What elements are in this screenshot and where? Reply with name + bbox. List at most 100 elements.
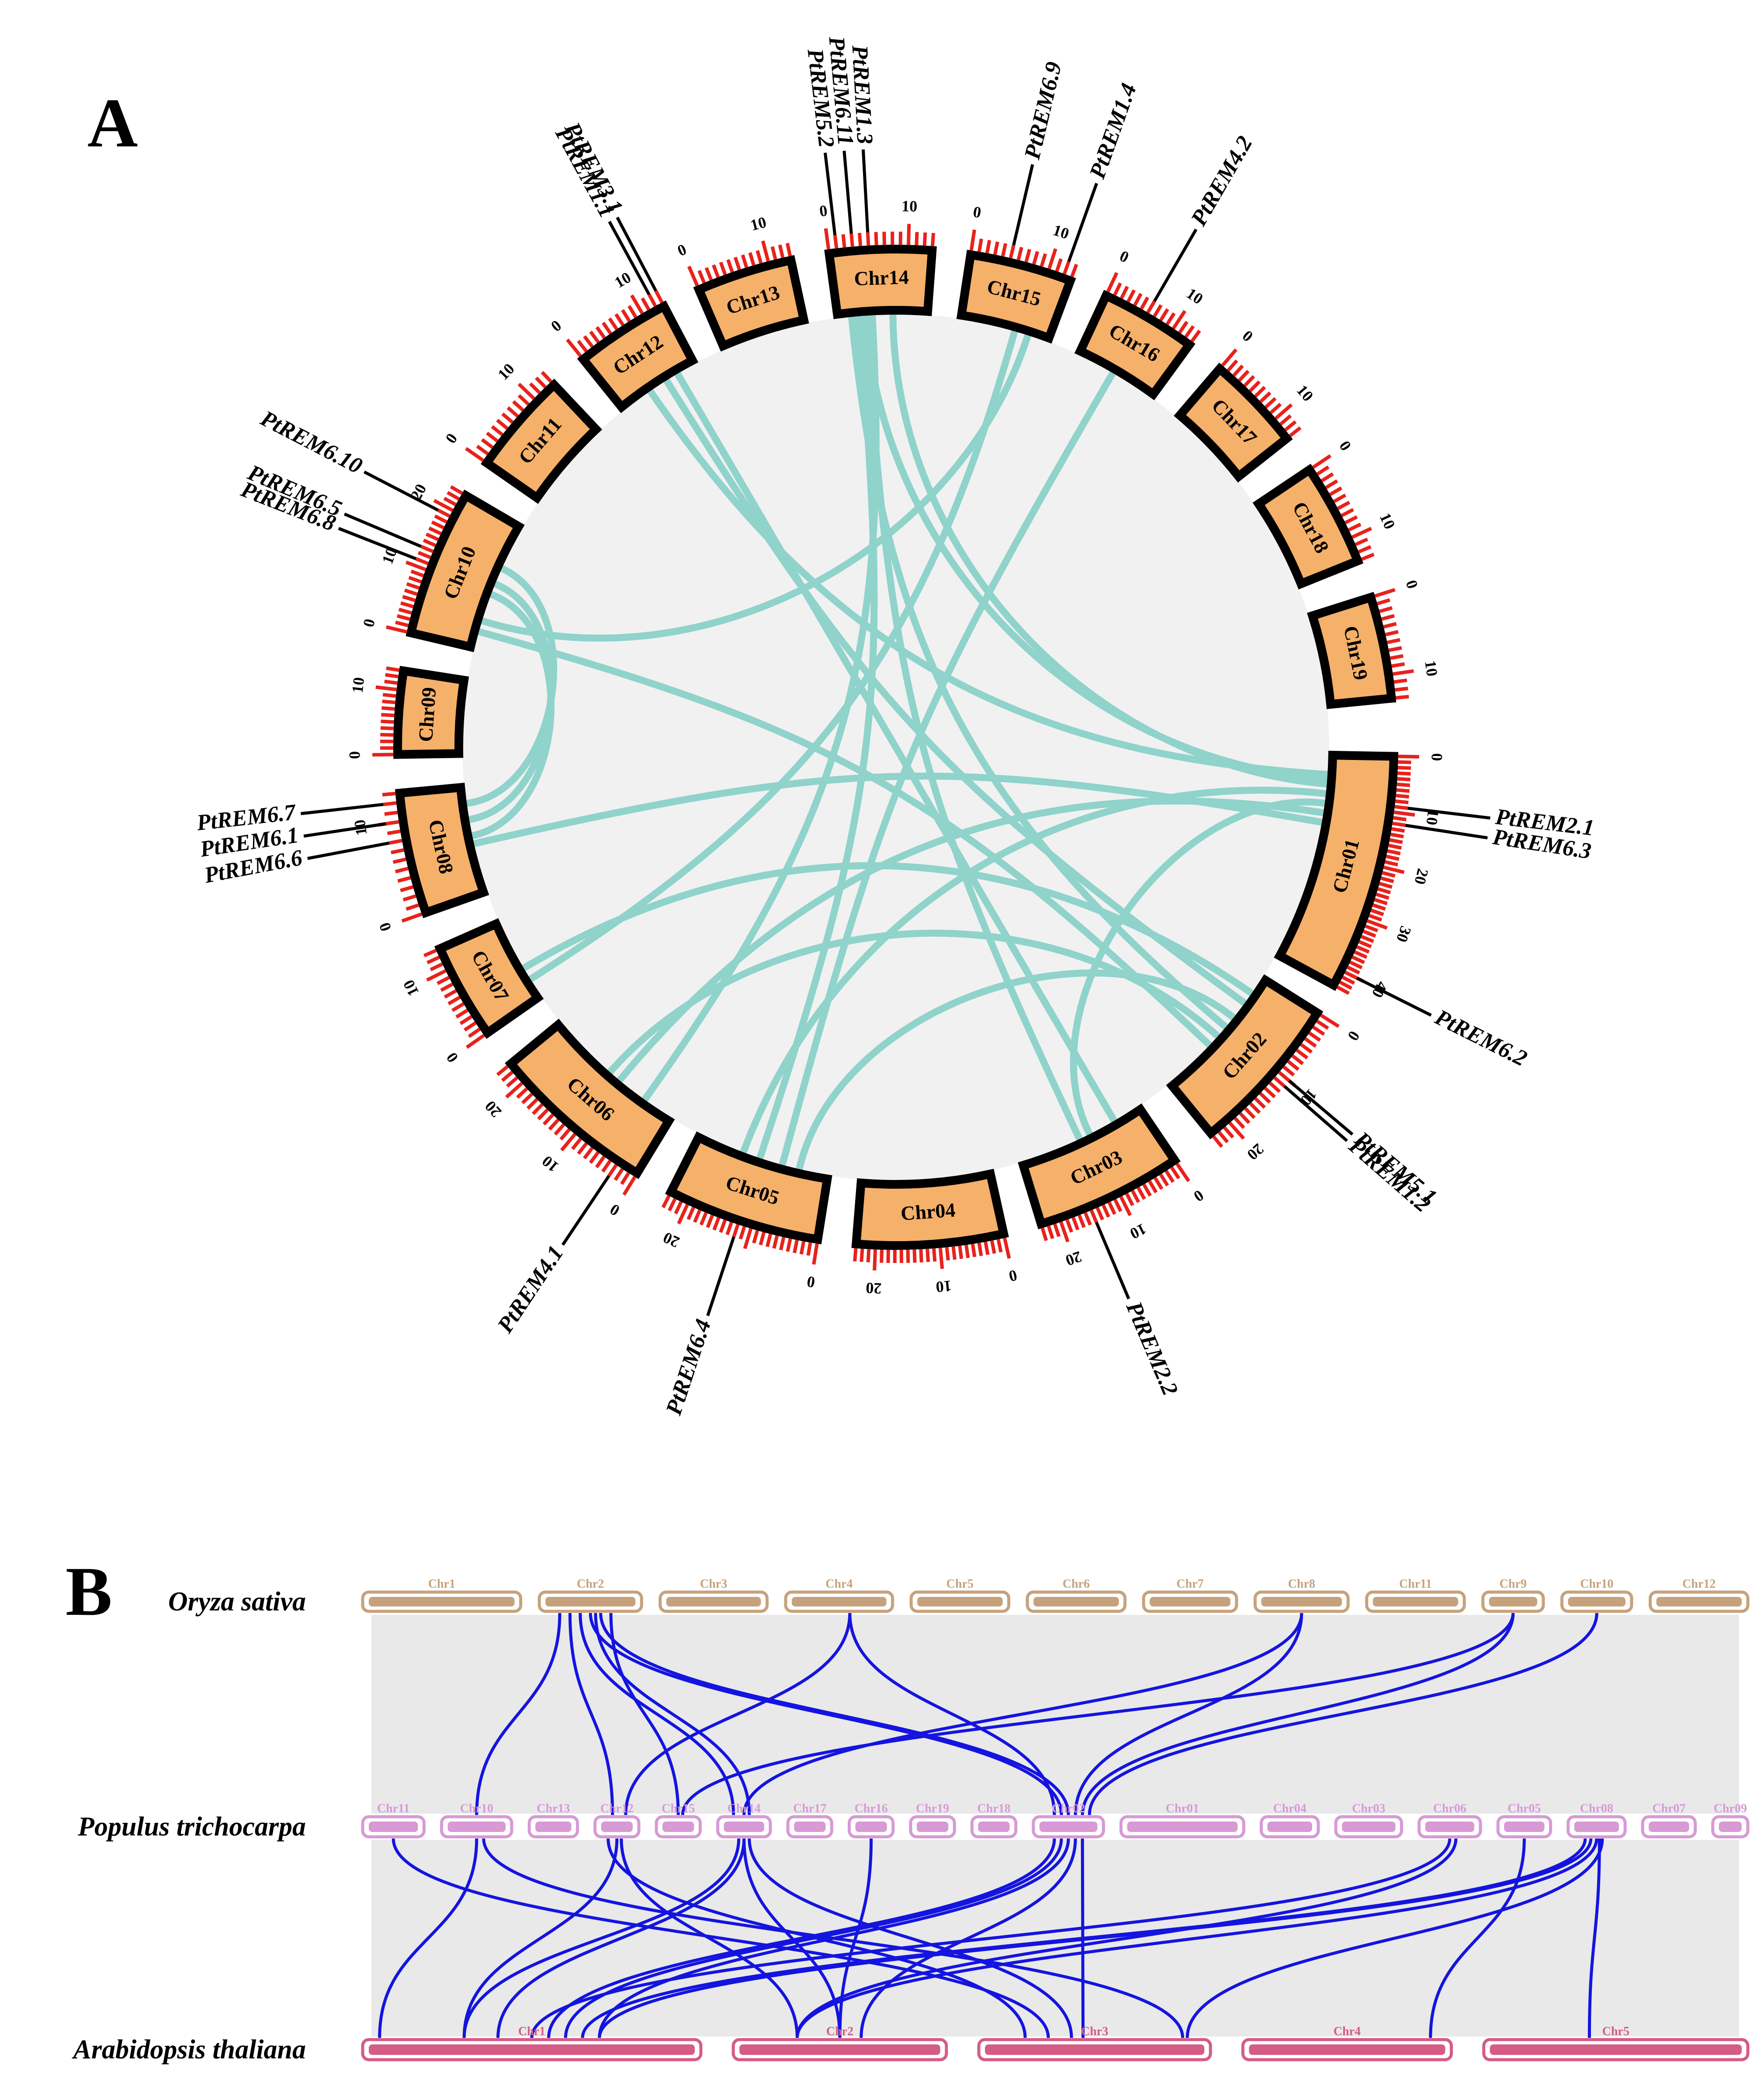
tick-mark (1308, 1031, 1321, 1042)
gene-leader-line (1288, 1079, 1354, 1136)
synteny-link (392, 1838, 1050, 2038)
tick-mark (858, 232, 863, 246)
tick-mark (1053, 1223, 1061, 1237)
tick-mark (1316, 1020, 1329, 1030)
tick-mark (398, 607, 412, 615)
gene-leader-line (1095, 1221, 1130, 1300)
tick-mark (1268, 1081, 1281, 1093)
tick-mark (1264, 1086, 1276, 1099)
chromosome-block (393, 666, 469, 759)
tick-mark (431, 520, 445, 530)
tick-mark (1394, 805, 1408, 810)
gene-leader-line (1283, 1085, 1348, 1142)
tick-mark (1238, 370, 1250, 382)
tick-mark (627, 305, 638, 318)
tick-mark (608, 317, 618, 330)
tick-mark (996, 1239, 1003, 1253)
chromosome-bar-label: Chr3 (1081, 2025, 1108, 2038)
tick-mark (408, 576, 422, 584)
tick-mark (1341, 508, 1354, 517)
gene-leader-line (1153, 229, 1198, 302)
synteny-link (1587, 1838, 1601, 2038)
tick-mark (1356, 945, 1370, 954)
tick-mark (699, 1212, 708, 1226)
tick-mark (907, 224, 911, 245)
chromosome-bar-label: Chr5 (946, 1577, 974, 1591)
synteny-link (594, 1613, 751, 1815)
gene-leader-line (823, 153, 837, 236)
tick-mark (465, 447, 485, 462)
chromosome-bar-fill (369, 1597, 515, 1607)
tick-label: 0 (1428, 753, 1445, 761)
tick-mark (589, 330, 600, 344)
chromosome-bar-fill (1568, 1597, 1626, 1607)
tick-mark (1274, 403, 1293, 420)
chromosome-bar-fill (666, 1597, 761, 1607)
tick-mark (748, 252, 756, 266)
tick-mark (1386, 638, 1400, 645)
tick-mark (925, 1249, 930, 1262)
synteny-link (859, 1838, 1077, 2038)
tick-mark (1078, 1214, 1086, 1228)
tick-mark (1382, 871, 1396, 878)
tick-mark (433, 499, 454, 512)
gene-leader-line (1067, 183, 1099, 262)
circos-plot: 010203040Chr0101020Chr0201020Chr0301020C… (195, 35, 1595, 1419)
tick-mark (1358, 940, 1372, 949)
tick-mark (1178, 321, 1189, 334)
tick-label: 10 (1421, 659, 1441, 677)
tick-mark (1217, 1131, 1229, 1143)
chromosome-bar-fill (1649, 1822, 1689, 1832)
chromosome-bar-fill (1127, 1822, 1238, 1832)
tick-mark (1381, 614, 1395, 621)
chromosome-bar-label: Chr8 (1288, 1577, 1315, 1591)
tick-mark (443, 496, 457, 507)
tick-mark (1345, 515, 1358, 524)
tick-mark (566, 338, 582, 357)
tick-mark (1106, 272, 1119, 293)
tick-mark (1125, 1193, 1134, 1206)
chromosome-block (851, 1169, 1009, 1250)
chromosome-bar-fill (662, 1822, 694, 1832)
tick-mark (786, 1238, 792, 1252)
tick-mark (1370, 909, 1384, 916)
tick-mark (1084, 1212, 1092, 1226)
chromosome-bar-label: Chr13 (537, 1802, 570, 1815)
tick-mark (1249, 1102, 1261, 1114)
tick-mark (1137, 1187, 1146, 1200)
synteny-link (470, 772, 1326, 847)
tick-mark (939, 1248, 944, 1269)
tick-mark (1398, 754, 1419, 759)
chromosome-label: Chr14 (854, 266, 909, 290)
tick-mark (1140, 296, 1150, 310)
tick-mark (1397, 766, 1411, 770)
tick-mark (849, 233, 854, 247)
tick-mark (712, 264, 720, 278)
tick-mark (386, 666, 400, 672)
tick-mark (1279, 414, 1292, 426)
tick-mark (1339, 980, 1353, 990)
tick-mark (1131, 1190, 1140, 1203)
gene-marker: PtREM1.3 (847, 44, 877, 232)
tick-mark (1107, 1201, 1116, 1215)
tick-mark (880, 1249, 884, 1263)
tick-mark (779, 1237, 786, 1251)
tick-mark (420, 545, 434, 553)
tick-mark (1212, 1135, 1223, 1148)
tick-mark (693, 1209, 702, 1223)
chromosome-bar-label: Chr12 (600, 1802, 634, 1815)
tick-mark (404, 588, 418, 596)
chromosome-bar-fill (1261, 1597, 1342, 1607)
tick-mark (743, 1228, 753, 1249)
tick-mark (799, 1241, 806, 1255)
tick-mark (1312, 1025, 1325, 1036)
tick-mark (1360, 935, 1374, 943)
tick-mark (977, 238, 983, 252)
tick-mark (841, 234, 846, 248)
chromosome-bar-fill (545, 1597, 636, 1607)
